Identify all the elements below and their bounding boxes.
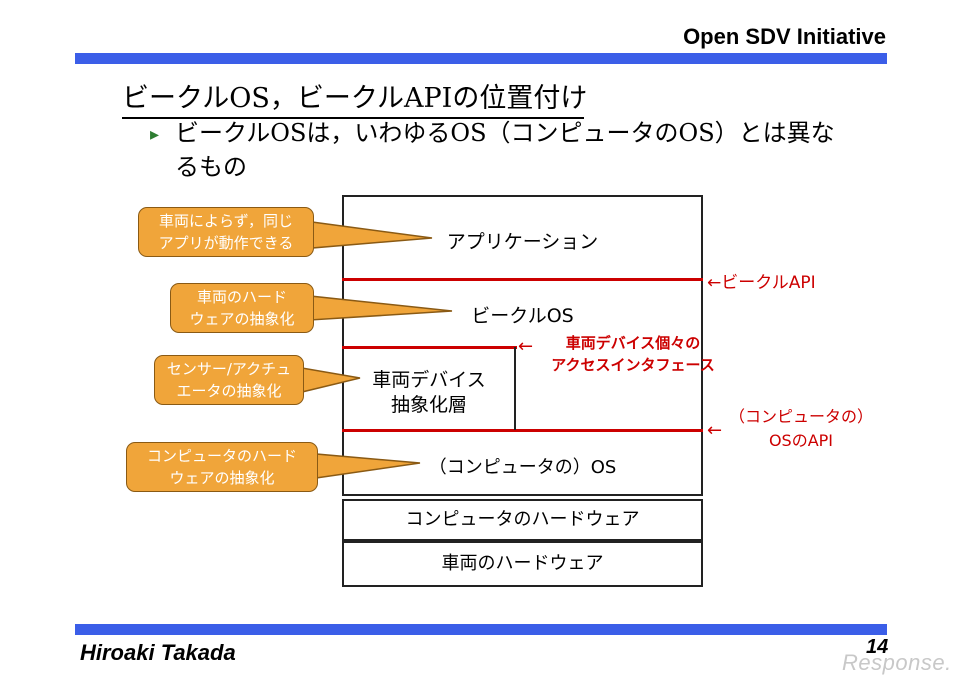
vehicle-api-line (342, 278, 703, 281)
vehicle-hardware-box: 車両のハードウェア (342, 541, 703, 587)
response-watermark-logo: Response. (842, 650, 952, 675)
header-divider-bar (75, 53, 887, 64)
callout-sensor-actuator-abstraction: センサー/アクチュ エータの抽象化 (154, 355, 304, 405)
computer-hardware-box: コンピュータのハードウェア (342, 499, 703, 541)
device-interface-line-1: 車両デバイス個々の (565, 334, 701, 352)
callout-3-line-1: センサー/アクチュ (166, 360, 292, 378)
device-interface-line (342, 346, 517, 349)
device-layer-line-2: 抽象化層 (390, 394, 467, 416)
vehicle-os-layer-label: ビークルOS (471, 305, 574, 327)
device-interface-line-2: アクセスインタフェース (551, 356, 715, 374)
os-api-annotation: （コンピュータの） OSのAPI (726, 405, 876, 453)
bullet-marker-icon: ▸ (150, 124, 160, 145)
callout-pointer-2 (309, 295, 453, 321)
bullet-text: ビークルOSは，いわゆるOS（コンピュータのOS）とは異な るもの (175, 116, 865, 184)
footer-divider-bar (75, 624, 887, 635)
callout-1-line-1: 車両によらず，同じ (159, 212, 293, 230)
header-title: Open SDV Initiative (683, 24, 886, 49)
application-layer-label: アプリケーション (446, 231, 599, 253)
os-api-line-2: OSのAPI (768, 431, 834, 450)
device-layer-line-1: 車両デバイス (372, 369, 486, 391)
slide-title: ビークルOS，ビークルAPIの位置付け (122, 76, 587, 119)
os-api-line-1: （コンピュータの） (728, 407, 873, 426)
callout-pointer-4 (315, 453, 421, 479)
callout-4-line-1: コンピュータのハード (146, 447, 297, 465)
computer-os-layer-label: （コンピュータの）OS (428, 457, 617, 478)
callout-vehicle-hw-abstraction: 車両のハード ウェアの抽象化 (170, 283, 314, 333)
vehicle-api-annotation: ←ビークルAPI (707, 273, 816, 293)
callout-pointer-1 (311, 221, 433, 249)
vehicle-hardware-label: 車両のハードウェア (441, 553, 604, 574)
callout-computer-hw-abstraction: コンピュータのハード ウェアの抽象化 (126, 442, 318, 492)
callout-pointer-3 (301, 367, 361, 393)
title-underline (122, 117, 584, 119)
device-layer-divider (514, 347, 516, 430)
bullet-line-1: ビークルOSは，いわゆるOS（コンピュータのOS）とは異な (175, 119, 835, 147)
callout-1-line-2: アプリが動作できる (158, 234, 294, 252)
os-api-line (342, 429, 703, 432)
device-interface-arrow-icon: ← (518, 336, 534, 357)
slide-title-text: ビークルOS，ビークルAPIの位置付け (122, 83, 588, 114)
device-interface-annotation: 車両デバイス個々の アクセスインタフェース (540, 332, 726, 376)
page-number: 14 (866, 636, 889, 658)
footer-author: Hiroaki Takada (80, 640, 236, 665)
software-stack-box (342, 195, 703, 496)
callout-4-line-2: ウェアの抽象化 (169, 469, 275, 487)
callout-3-line-2: エータの抽象化 (176, 382, 282, 400)
device-abstraction-layer-label: 車両デバイス 抽象化層 (344, 368, 514, 418)
bullet-line-2: るもの (175, 153, 247, 181)
callout-same-app: 車両によらず，同じ アプリが動作できる (138, 207, 314, 257)
callout-2-line-1: 車両のハード (196, 288, 287, 306)
os-api-arrow-icon: ← (707, 420, 723, 441)
callout-2-line-2: ウェアの抽象化 (189, 310, 295, 328)
computer-hardware-label: コンピュータのハードウェア (405, 509, 640, 530)
